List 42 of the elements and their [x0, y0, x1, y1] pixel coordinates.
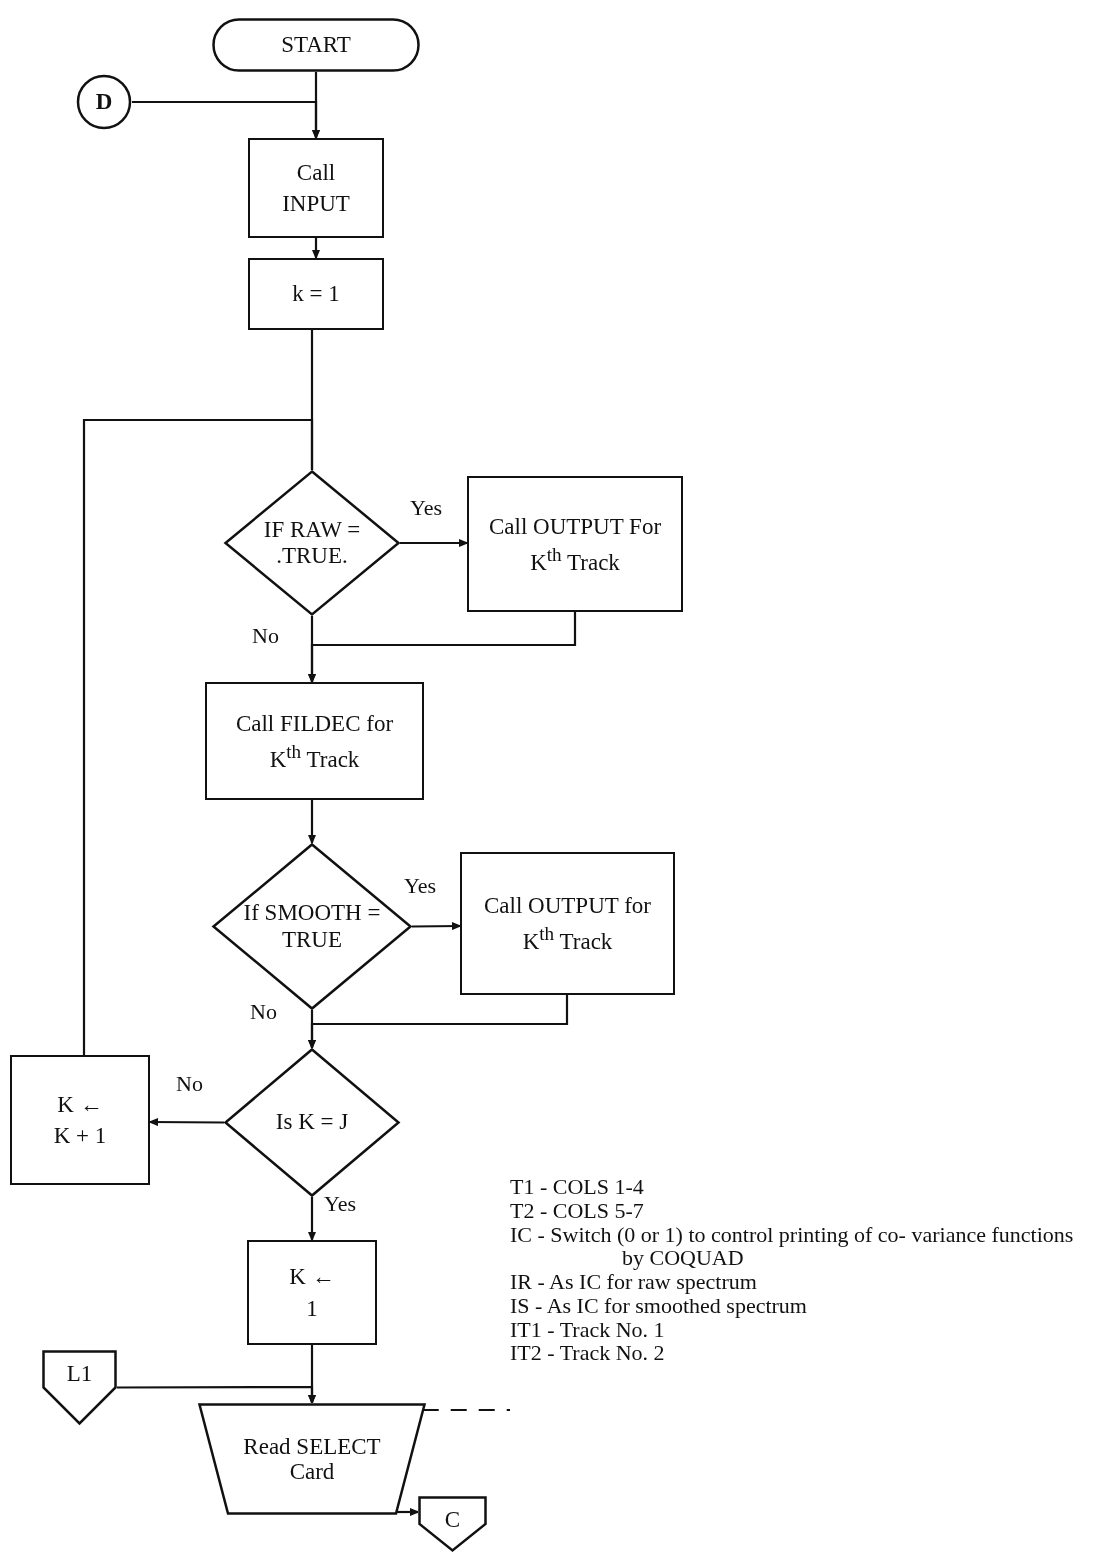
flow-arrow	[396, 1508, 420, 1516]
node-label: k = 1	[291, 280, 341, 309]
process-box	[248, 138, 384, 238]
annotation-text: IT1 - Track No. 1	[510, 1317, 665, 1342]
flow-arrow	[308, 612, 577, 684]
process-box	[467, 476, 683, 612]
node-label: Call FILDEC for K$^{th}$ Track	[234, 709, 395, 774]
process-box	[248, 258, 384, 330]
process-box	[10, 1055, 150, 1185]
annotation-text: IT2 - Track No. 2	[510, 1341, 665, 1365]
process-box	[247, 1240, 377, 1345]
annotation-text: IS - As IC for smoothed spectrum	[510, 1293, 807, 1318]
node-label: K ←	[56, 1090, 104, 1119]
node-label: Call INPUT	[281, 158, 351, 218]
node-label: Call OUTPUT for K$^{th}$ Track	[483, 892, 652, 956]
node-label: Call OUTPUT For K$^{th}$ Track	[487, 512, 663, 577]
node-label: IF RAW = .TRUE.	[262, 516, 362, 570]
node-label: Read SELECT Card	[242, 1433, 382, 1485]
node-label: L1	[66, 1360, 93, 1388]
flow-arrow	[400, 539, 469, 547]
node-label: If SMOOTH = TRUE	[242, 900, 382, 953]
node-label: Is K = J	[275, 1109, 349, 1136]
flow-arrow	[312, 238, 320, 260]
annotation-text: IC - Switch (0 or 1) to control printing of co- variance functions by COQUAD	[510, 1222, 1075, 1270]
annotation-text: T1 - COLS 1-4	[510, 1175, 644, 1199]
annotation-text: T2 - COLS 5-7	[510, 1198, 644, 1223]
flow-line	[82, 418, 314, 1055]
process-box	[460, 852, 675, 995]
flow-arrow	[308, 995, 569, 1050]
node-label: D	[95, 88, 113, 117]
node-label: START	[281, 31, 351, 60]
flow-arrow	[412, 922, 462, 931]
node-label: 1	[305, 1294, 319, 1323]
node-label: K + 1	[52, 1122, 108, 1150]
annotation-text: IR - As IC for raw spectrum	[510, 1270, 757, 1294]
node-label: K ←	[288, 1263, 336, 1292]
flow-arrow	[132, 100, 320, 140]
process-box	[205, 682, 424, 800]
node-label: C	[444, 1506, 461, 1534]
flow-arrow	[308, 800, 316, 845]
flow-arrow	[308, 1197, 316, 1242]
flow-arrow	[117, 1385, 316, 1405]
